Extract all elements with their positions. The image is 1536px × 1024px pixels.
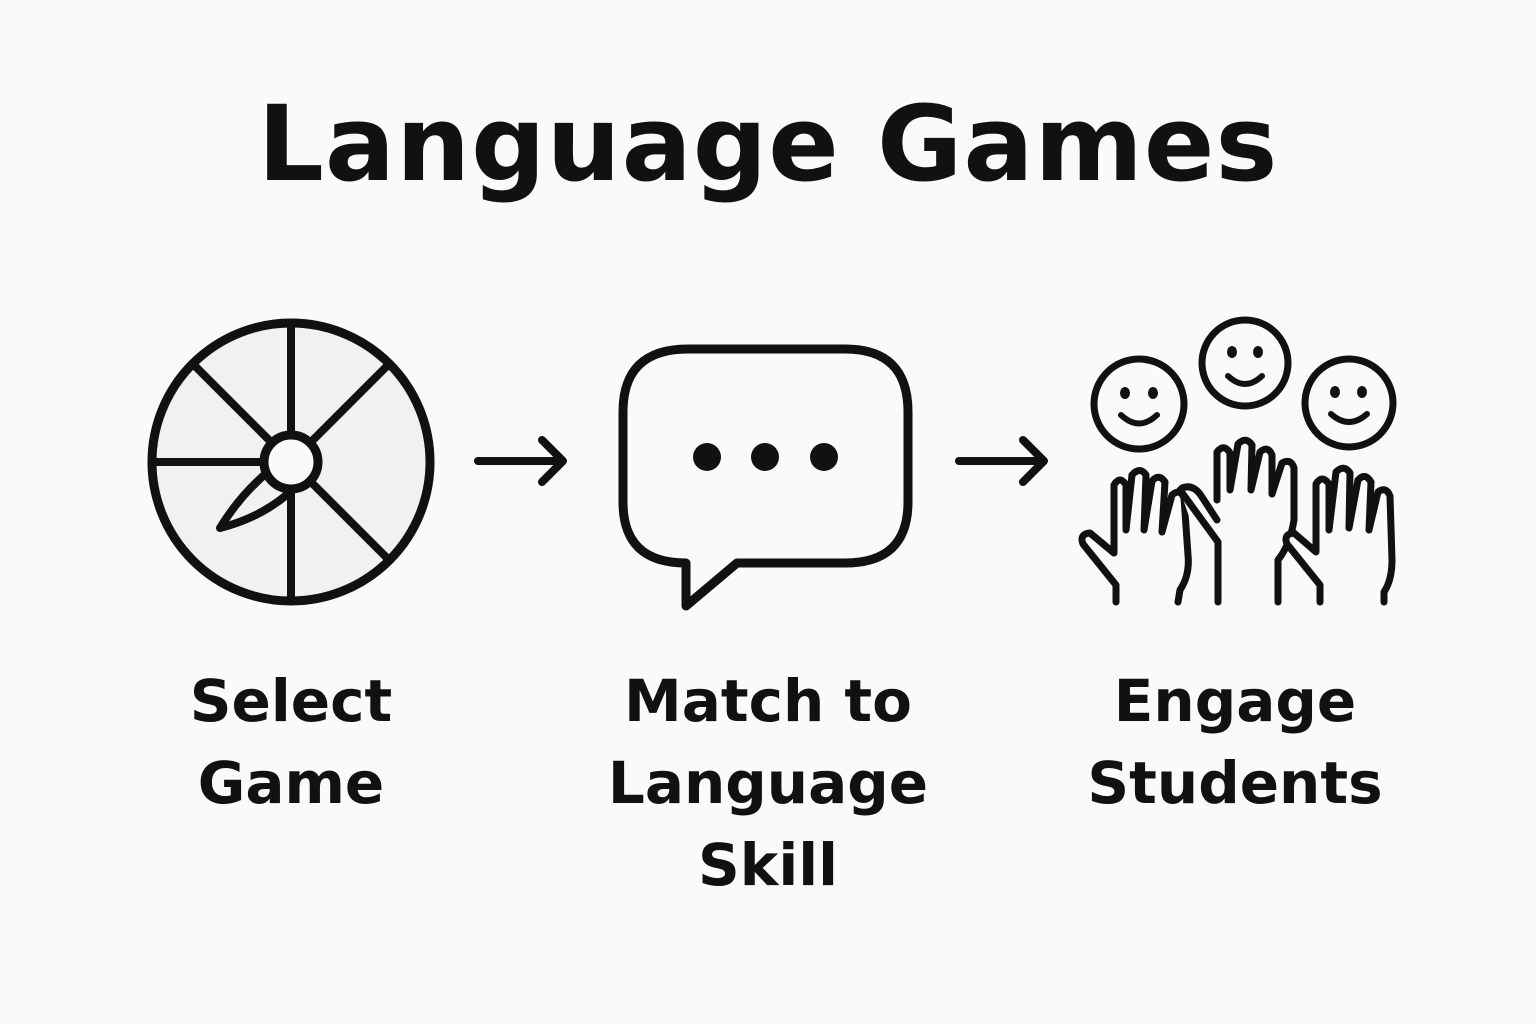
label-line: Game [197,749,385,817]
arrow-right-icon [474,436,567,486]
label-line: Match to [623,667,913,735]
page-title: Language Games [257,83,1279,205]
label-line: Skill [698,831,838,899]
step-label-engage-students: Engage Students [1060,660,1410,824]
step-label-match-skill: Match to Language Skill [588,660,948,906]
step-label-select-game: Select Game [141,660,441,824]
label-line: Engage [1113,667,1357,735]
spinner-wheel-icon [147,318,435,606]
label-line: Select [189,667,393,735]
label-line: Students [1087,749,1383,817]
speech-bubble-icon [618,344,913,611]
raised-hands-faces-icon [1078,316,1397,606]
label-line: Language [607,749,929,817]
arrow-right-icon [955,436,1048,486]
